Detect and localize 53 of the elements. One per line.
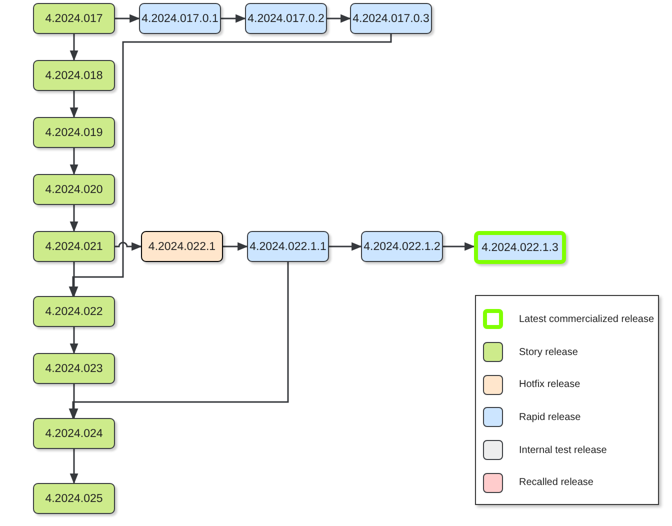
arrow	[329, 242, 362, 251]
release-box	[33, 353, 115, 384]
release-box	[33, 231, 115, 262]
release-box	[247, 231, 329, 262]
arrow	[70, 205, 78, 232]
release-box	[33, 296, 115, 327]
version-label: 4.2024.022.1.1	[250, 240, 326, 252]
release-box	[350, 3, 432, 34]
release-box	[33, 174, 115, 205]
legend-label: Story release	[519, 346, 578, 358]
release-box	[33, 418, 115, 449]
release-box	[33, 117, 115, 148]
version-label: 4.2024.018	[45, 70, 103, 82]
arrow	[70, 91, 78, 118]
arrow	[327, 14, 352, 23]
release-box	[474, 231, 566, 264]
legend-label: Internal test release	[519, 444, 607, 456]
release-box	[139, 3, 221, 34]
release-box	[245, 3, 327, 34]
arrow	[221, 14, 246, 23]
version-label: 4.2024.017.0.3	[352, 12, 430, 24]
version-label: 4.2024.017.0.1	[142, 12, 218, 24]
arrow	[115, 14, 140, 23]
release-box	[361, 231, 443, 262]
arrow	[68, 34, 392, 298]
release-box	[33, 483, 115, 514]
arrow	[115, 242, 142, 251]
version-label: 4.2024.022.1.2	[364, 240, 440, 252]
release-box	[33, 60, 115, 91]
legend-label: Rapid release	[519, 412, 581, 423]
arrow	[443, 242, 476, 251]
arrow	[68, 262, 289, 420]
version-label: 4.2024.019	[45, 126, 103, 138]
version-label: 4.2024.022.1.3	[482, 242, 558, 254]
arrow	[70, 449, 78, 484]
arrow	[70, 34, 78, 62]
version-label: 4.2024.024	[45, 428, 103, 440]
release-box	[141, 231, 223, 262]
version-label: 4.2024.020	[45, 184, 103, 196]
legend-label: Hotfix release	[519, 379, 580, 390]
legend-label: Latest commercialized release	[519, 314, 654, 325]
legend-label: Recalled release	[519, 477, 594, 488]
version-label: 4.2024.021	[45, 240, 103, 252]
arrow	[70, 327, 78, 354]
version-label: 4.2024.023	[45, 362, 103, 374]
release-box	[33, 3, 115, 34]
version-label: 4.2024.025	[45, 492, 103, 504]
arrow	[223, 242, 248, 251]
version-label: 4.2024.017.0.2	[248, 12, 324, 24]
version-label: 4.2024.017	[45, 12, 103, 24]
version-label: 4.2024.022	[45, 306, 103, 318]
arrow	[70, 148, 78, 176]
version-label: 4.2024.022.1	[148, 240, 216, 252]
